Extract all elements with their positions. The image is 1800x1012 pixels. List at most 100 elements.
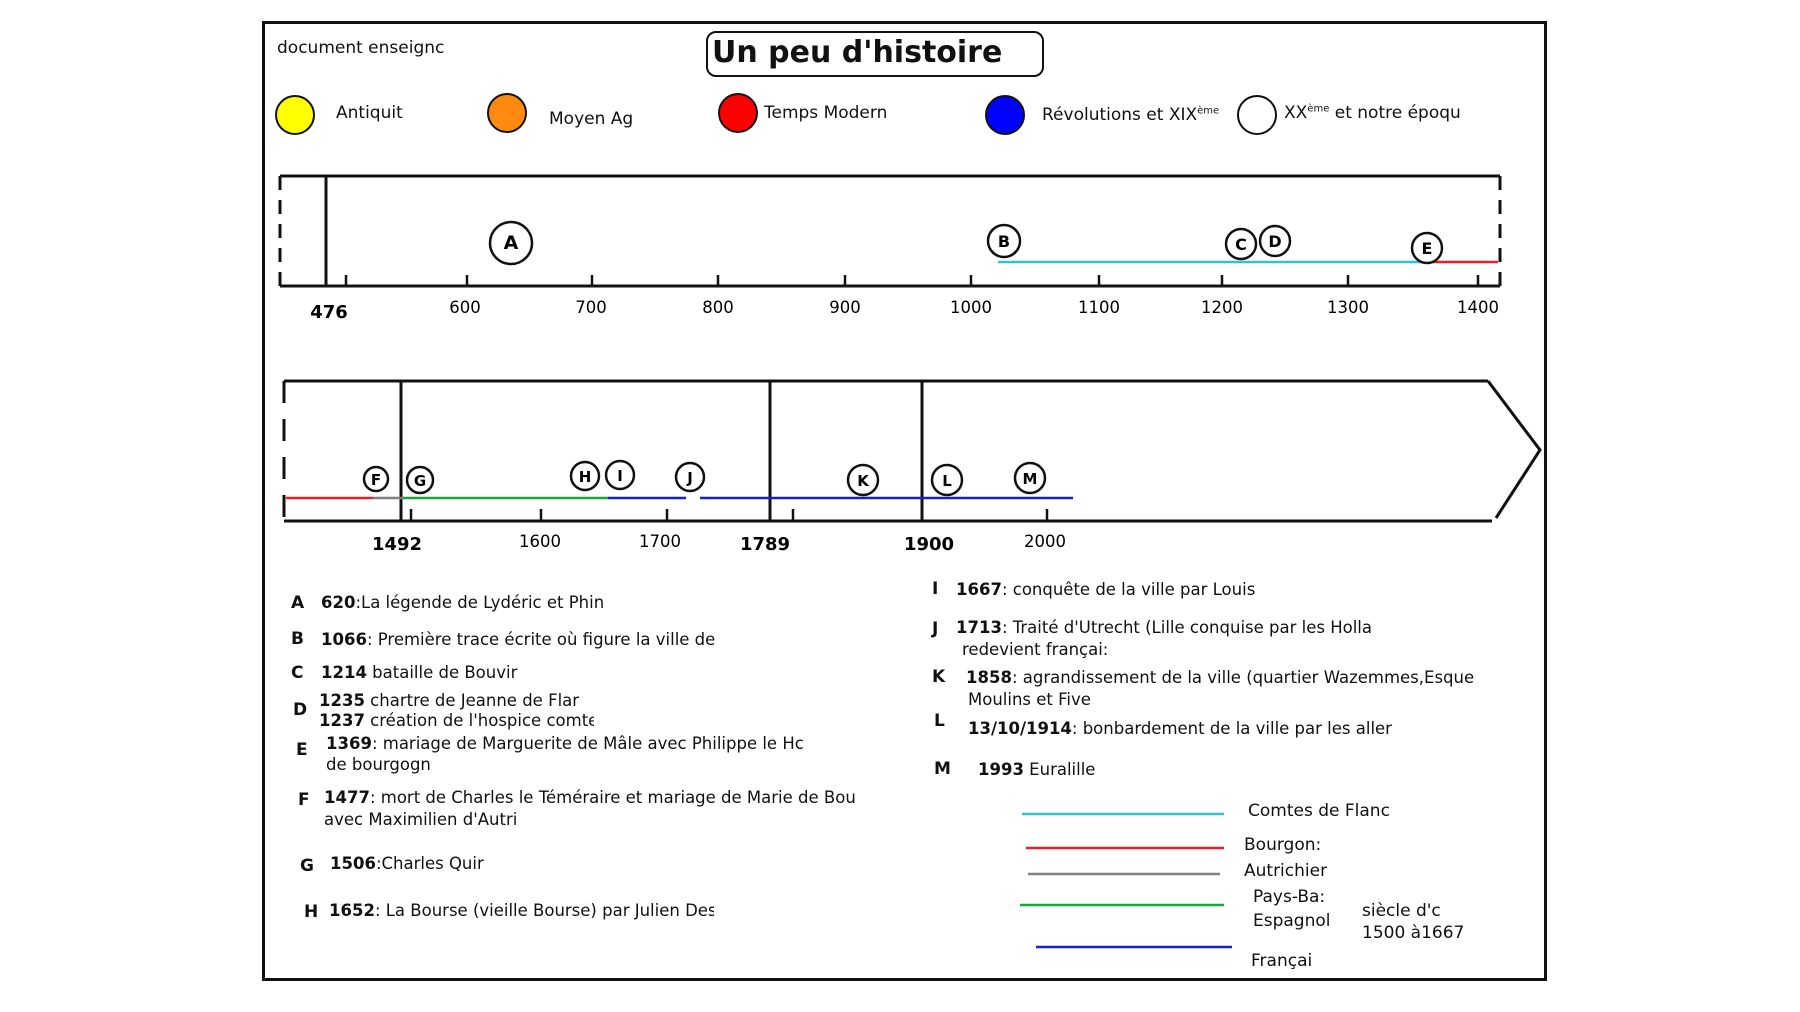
marker-letter: A bbox=[504, 232, 519, 254]
temps-modernes-color-dot bbox=[718, 93, 758, 133]
marker-circle bbox=[1224, 227, 1258, 261]
key-label-autriche: Autrichier bbox=[1244, 861, 1328, 881]
event-left-text: 1214 bataille de Bouvir bbox=[321, 663, 518, 682]
event-left-letter: H bbox=[304, 902, 319, 922]
event-right-letter: K bbox=[932, 667, 946, 687]
event-left-letter: E bbox=[296, 740, 308, 760]
event-left-text: 1652: La Bourse (vieille Bourse) par Jul… bbox=[329, 901, 714, 920]
marker-layer: A B C D E F G H I J K L M bbox=[362, 220, 1444, 497]
marker-circle bbox=[846, 463, 880, 497]
event-left-text: 1369: mariage de Marguerite de Mâle avec… bbox=[326, 734, 804, 753]
marker-letter: D bbox=[1268, 232, 1281, 251]
event-right-letter: I bbox=[932, 579, 939, 599]
event-left-text-continued: de bourgogn bbox=[326, 755, 431, 774]
marker-circle bbox=[930, 463, 964, 497]
marker-circle bbox=[604, 459, 636, 491]
timeline-2-tick-label: 1700 bbox=[639, 532, 681, 551]
xxe-label: XXème et notre époqu bbox=[1284, 103, 1461, 123]
marker-circle bbox=[362, 465, 390, 493]
marker-letter: F bbox=[371, 471, 381, 489]
moyen-age-color-dot bbox=[487, 93, 527, 133]
event-left-letter: F bbox=[298, 790, 310, 810]
marker-circle bbox=[405, 465, 435, 495]
marker-circle bbox=[1410, 231, 1444, 265]
key-label-comtes: Comtes de Flanc bbox=[1248, 801, 1390, 821]
timeline-2-tick-label: 1900 bbox=[904, 534, 954, 555]
event-left-text: 620:La légende de Lydéric et Phin bbox=[321, 593, 605, 612]
event-right-text-continued: redevient françai: bbox=[962, 640, 1109, 659]
key-note-line-2: 1500 à1667 bbox=[1362, 923, 1465, 943]
event-right-letter: M bbox=[934, 759, 951, 779]
timeline-2 bbox=[282, 379, 1542, 523]
timeline-2-arrow-head bbox=[1486, 380, 1542, 519]
timeline-2-tick-label: 1600 bbox=[519, 532, 561, 551]
marker-letter: K bbox=[857, 472, 870, 490]
timeline-2-tick-label: 1492 bbox=[372, 534, 422, 555]
event-left-text: 1066: Première trace écrite où figure la… bbox=[321, 630, 716, 649]
moyen-age-label: Moyen Ag bbox=[549, 109, 634, 129]
marker-letter: B bbox=[998, 232, 1010, 251]
temps-modernes-label: Temps Modern bbox=[764, 103, 888, 123]
marker-letter: C bbox=[1235, 235, 1247, 254]
marker-circle bbox=[1013, 461, 1047, 495]
event-left-letter: G bbox=[300, 856, 314, 876]
revolutions-color-dot bbox=[985, 95, 1025, 135]
event-left-text: 1235 chartre de Jeanne de Flar bbox=[319, 691, 580, 710]
event-left-text-continued: 1237 création de l'hospice comte bbox=[319, 711, 594, 730]
event-left-letter: C bbox=[291, 663, 304, 683]
event-left-letter: D bbox=[293, 700, 308, 720]
event-right-text: 1667: conquête de la ville par Louis bbox=[956, 580, 1256, 599]
line-key bbox=[1020, 812, 1232, 949]
key-label-pays-bas: Pays-Ba: bbox=[1253, 887, 1326, 907]
timeline-1-tick-label: 800 bbox=[702, 298, 734, 317]
title-box: Un peu d'histoire bbox=[706, 31, 1044, 77]
key-label-france: Françai bbox=[1251, 951, 1313, 971]
event-right-text: 1993 Euralille bbox=[978, 760, 1096, 779]
event-left-text: 1506:Charles Quir bbox=[330, 854, 484, 873]
event-right-letter: J bbox=[932, 619, 939, 639]
marker-letter: G bbox=[414, 472, 426, 490]
event-left-letter: A bbox=[291, 593, 305, 613]
timeline-1-tick-label: 700 bbox=[575, 298, 607, 317]
marker-circle bbox=[674, 461, 706, 493]
key-note-line-1: siècle d'c bbox=[1362, 901, 1441, 921]
timeline-1-tick-label: 1200 bbox=[1201, 298, 1243, 317]
event-right-letter: L bbox=[934, 711, 945, 731]
event-right-text: 1858: agrandissement de la ville (quarti… bbox=[966, 668, 1475, 687]
marker-letter: L bbox=[942, 472, 952, 490]
event-left-letter: B bbox=[291, 629, 304, 649]
timeline-1-tick-label: 600 bbox=[449, 298, 481, 317]
marker-circle bbox=[569, 460, 601, 492]
document-label: document enseignc bbox=[277, 38, 445, 58]
timeline-1 bbox=[278, 174, 1502, 288]
marker-circle bbox=[488, 220, 534, 266]
marker-letter: H bbox=[579, 468, 592, 486]
key-label-bourgogne: Bourgon: bbox=[1244, 835, 1322, 855]
timeline-1-tick-label: 900 bbox=[829, 298, 861, 317]
event-left-text-continued: avec Maximilien d'Autri bbox=[324, 810, 518, 829]
event-right-text-continued: Moulins et Five bbox=[968, 690, 1091, 709]
event-right-text: 1713: Traité d'Utrecht (Lille conquise p… bbox=[956, 618, 1372, 637]
event-right-text: 13/10/1914: bonbardement de la ville par… bbox=[968, 719, 1392, 738]
timeline-2-tick-label: 1789 bbox=[740, 534, 790, 555]
timeline-1-tick-label: 1000 bbox=[950, 298, 992, 317]
event-left-text: 1477: mort de Charles le Téméraire et ma… bbox=[324, 788, 856, 807]
timeline-2-tick-label: 2000 bbox=[1024, 532, 1066, 551]
timeline-1-tick-label: 476 bbox=[310, 302, 348, 323]
marker-letter: I bbox=[617, 467, 623, 485]
revolutions-label: Révolutions et XIXème bbox=[1042, 105, 1220, 125]
timeline-1-tick-label: 1400 bbox=[1457, 298, 1499, 317]
marker-letter: M bbox=[1023, 470, 1038, 488]
marker-letter: E bbox=[1422, 239, 1433, 258]
xxe-color-dot bbox=[1237, 95, 1277, 135]
antiquite-color-dot bbox=[275, 95, 315, 135]
marker-letter: J bbox=[686, 469, 693, 487]
key-label-espagnol: Espagnol bbox=[1253, 911, 1331, 931]
marker-circle bbox=[1258, 224, 1292, 258]
antiquite-label: Antiquit bbox=[336, 103, 403, 123]
document-frame: document enseignc Un peu d'histoire bbox=[262, 21, 1547, 981]
page-title: Un peu d'histoire bbox=[712, 35, 1003, 70]
timeline-1-tick-label: 1100 bbox=[1078, 298, 1120, 317]
